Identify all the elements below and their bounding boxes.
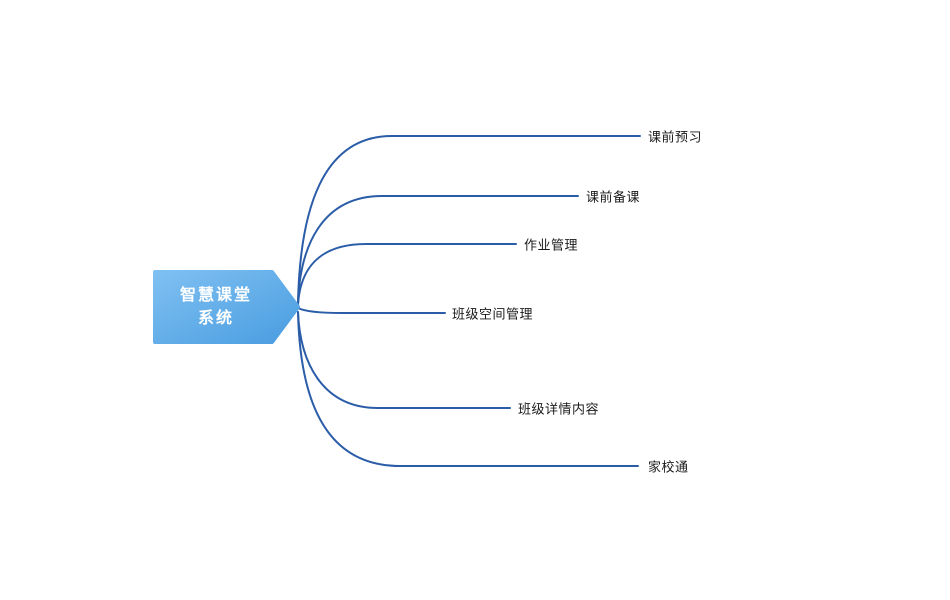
root-node[interactable]: 智慧课堂 系统 <box>155 272 277 342</box>
branch-curve-homework-management <box>297 243 517 306</box>
root-node-label-line1: 智慧课堂 <box>179 286 252 304</box>
branch-label-class-space-management[interactable]: 班级空间管理 <box>452 306 534 322</box>
branch-label-pre-class-preview[interactable]: 课前预习 <box>648 129 703 145</box>
branch-curve-pre-class-preparation <box>297 195 579 304</box>
branch-label-class-detail-content[interactable]: 班级详情内容 <box>518 401 600 417</box>
branch-label-pre-class-preparation[interactable]: 课前备课 <box>586 189 641 205</box>
branch-curve-pre-class-preview <box>297 135 641 304</box>
root-node-label-line2: 系统 <box>197 310 234 327</box>
root-node-shape <box>153 270 300 344</box>
branch-curve-home-school-link <box>297 311 639 467</box>
branch-label-homework-management[interactable]: 作业管理 <box>524 237 579 253</box>
branch-curve-class-space-management <box>297 307 446 314</box>
branch-curve-class-detail-content <box>297 311 511 409</box>
branch-label-home-school-link[interactable]: 家校通 <box>648 459 689 475</box>
